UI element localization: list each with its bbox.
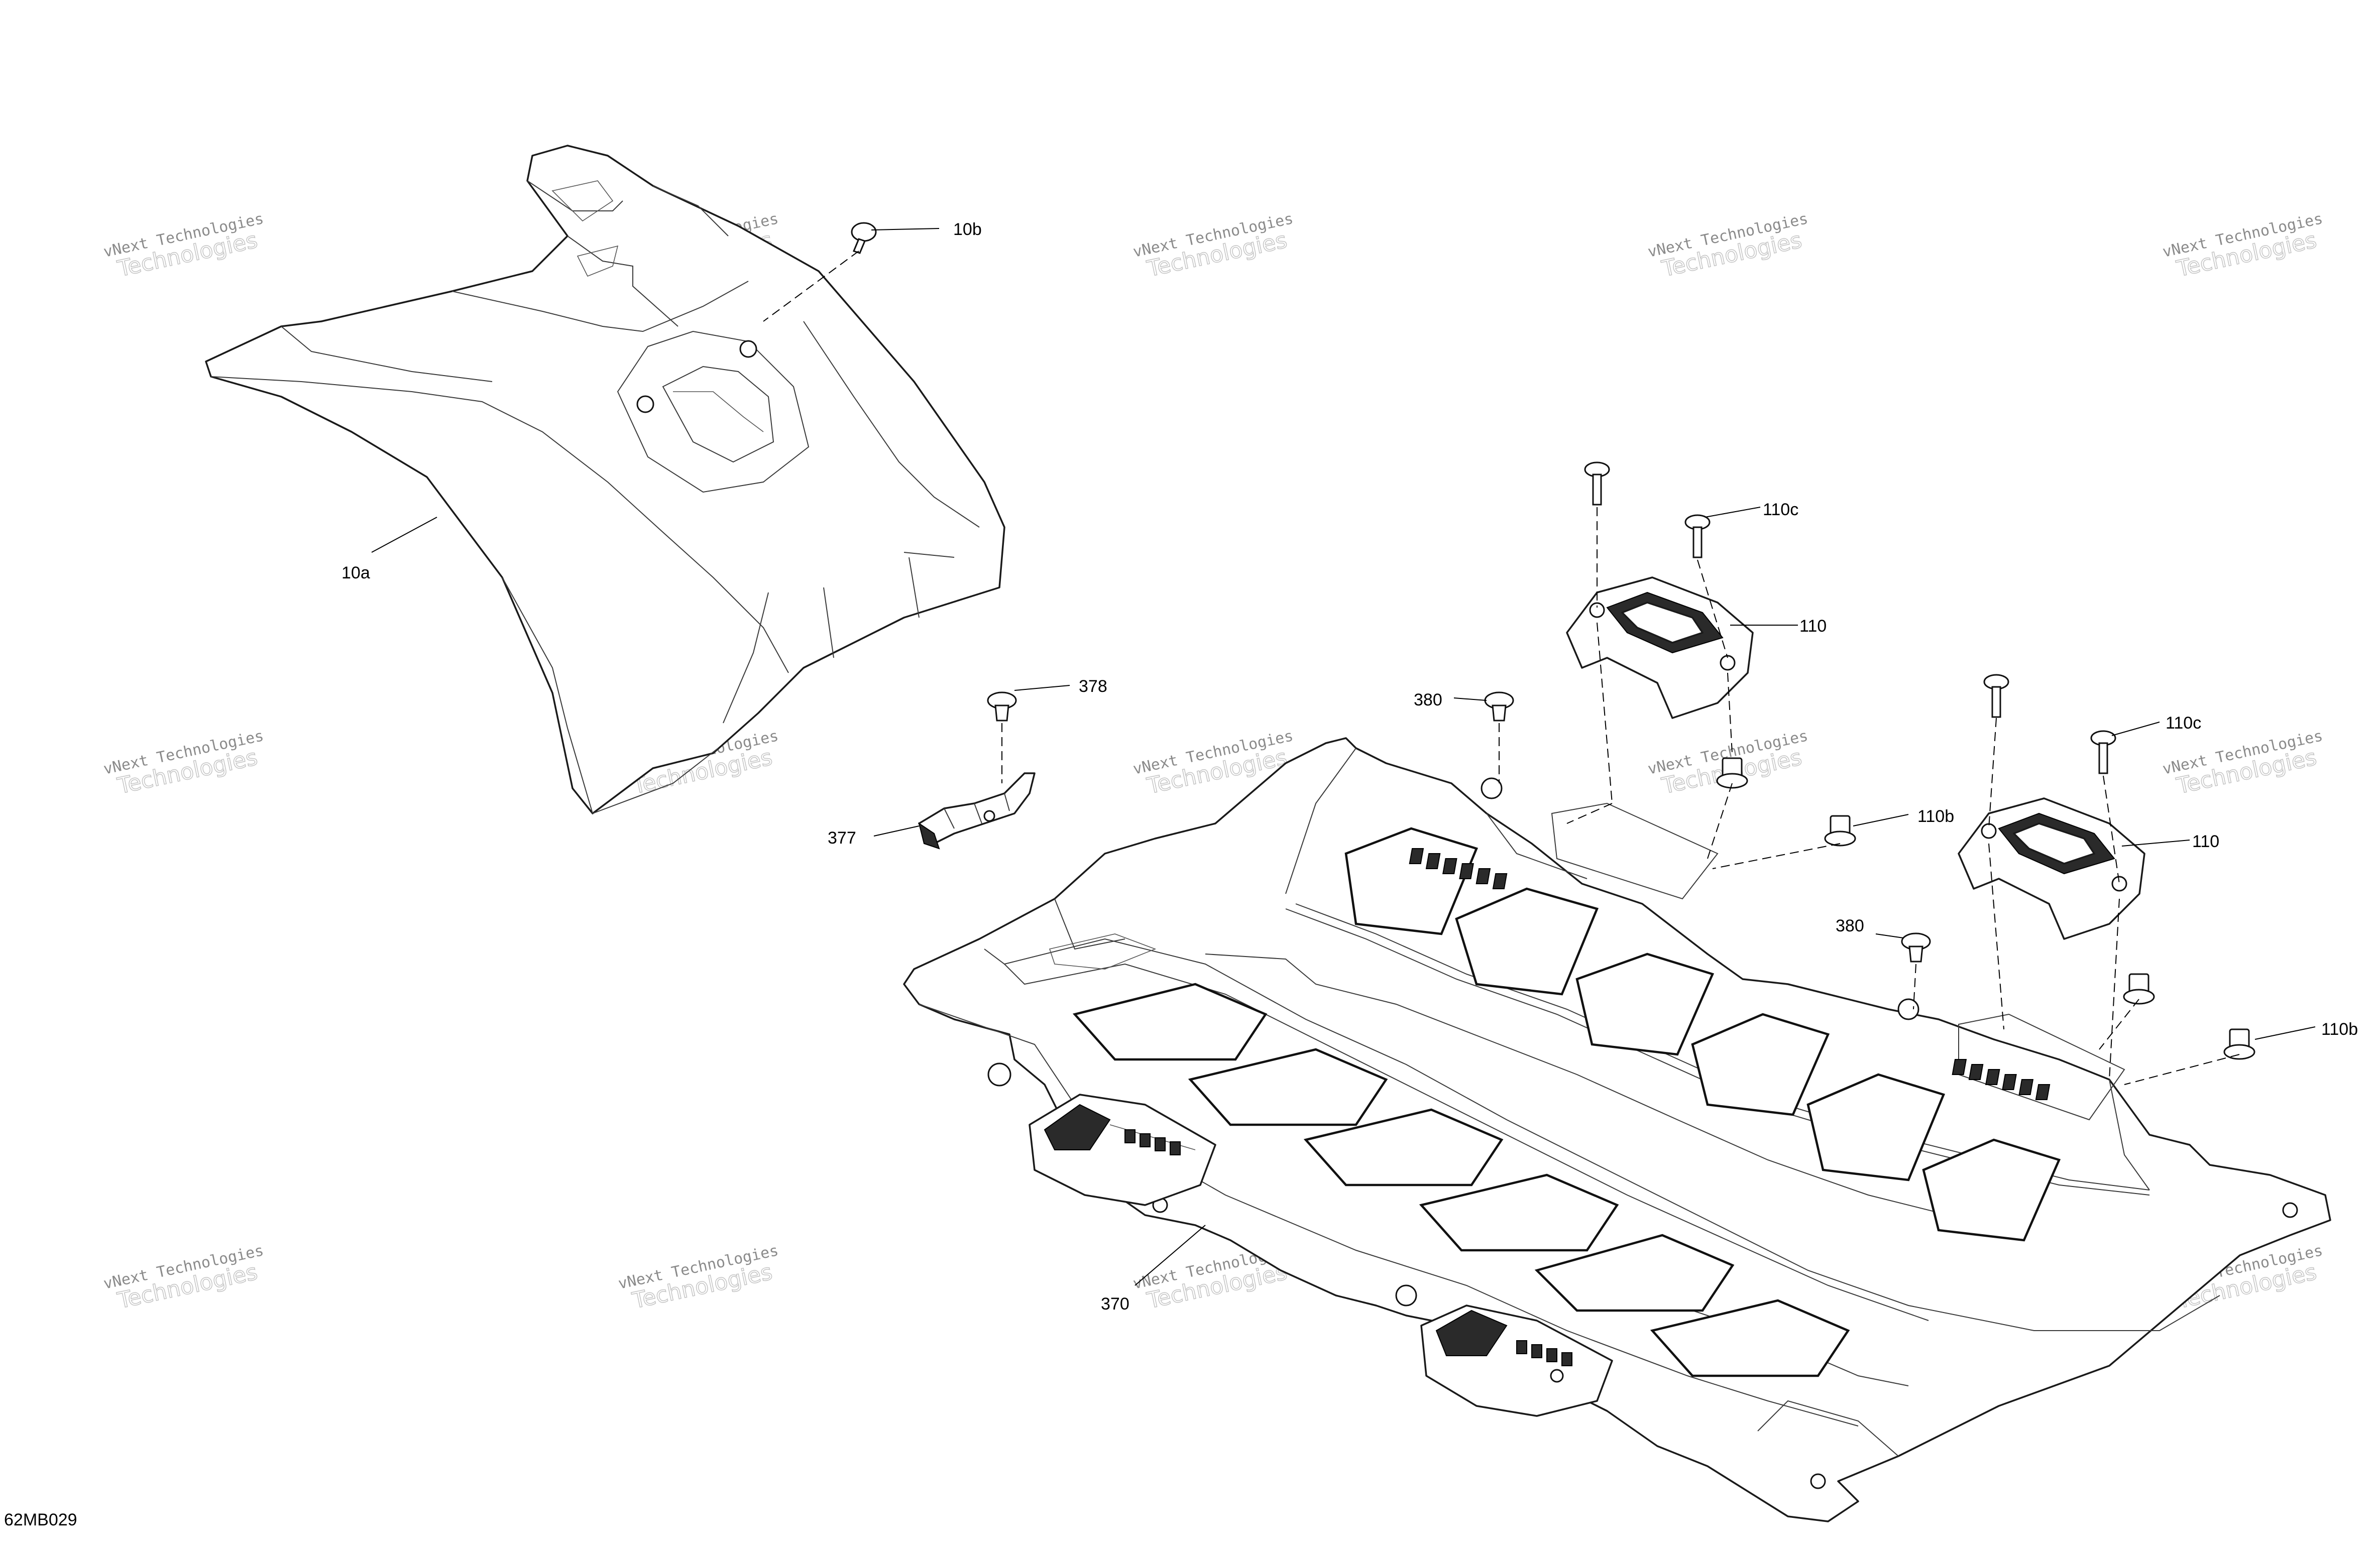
nut-110b-d [2223,1028,2255,1060]
rivet-380-b [1901,932,1931,963]
screw-110c-left-a [1584,461,1610,506]
leader-lines [371,228,2316,1286]
callout-380-lower: 380 [1836,916,1864,935]
callout-110-lower: 110 [2192,832,2219,851]
tie-down-rear [1420,1304,1613,1417]
rivet-378 [987,691,1017,722]
assembly-lines [763,251,2240,1085]
cover-panel-10a [205,145,1005,814]
clip-377 [918,772,1036,850]
callout-10b: 10b [953,220,982,239]
figure-code: 62MB029 [4,1510,77,1529]
callout-110c-upper: 110c [1763,500,1798,519]
callout-110c-lower: 110c [2166,714,2201,733]
callout-labels: 10a 10b 110c 110 110c 110 110b 110b 380 … [4,220,2358,1529]
bracket-110-left [1566,576,1754,719]
callout-110b-lower: 110b [2321,1020,2358,1039]
callout-370: 370 [1101,1294,1129,1314]
callout-110-upper: 110 [1799,617,1827,636]
callout-380-upper: 380 [1414,690,1442,709]
nut-110b-c [2123,973,2155,1005]
rivet-380-a [1484,691,1514,722]
callout-378: 378 [1079,677,1107,696]
nut-110b-a [1716,757,1748,789]
screw-10b [851,222,877,254]
bracket-110-right [1958,797,2145,940]
screw-110c-right-b [2090,730,2116,774]
tie-down-front [1029,1094,1216,1206]
callout-10a: 10a [342,563,370,582]
callout-110b-upper: 110b [1917,807,1954,826]
screw-110c-right-a [1983,674,2009,718]
screw-110c-left-b [1684,514,1711,558]
skid-plate-370 [903,737,2331,1522]
nut-110b-b [1824,815,1856,847]
callout-377: 377 [828,828,856,848]
